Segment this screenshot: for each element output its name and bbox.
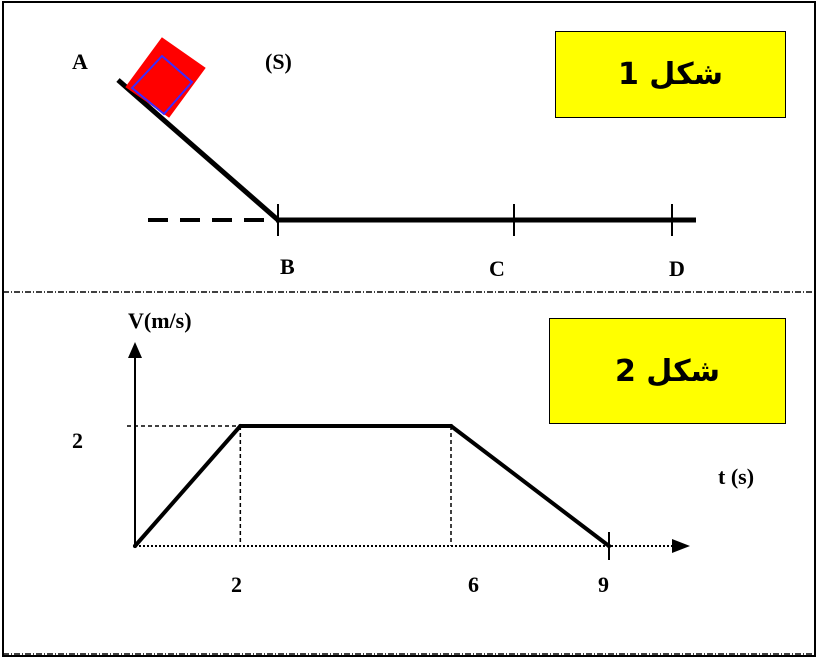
point-label-a: A (72, 49, 88, 74)
point-label-d: D (669, 256, 685, 281)
velocity-point-t2 (238, 424, 243, 428)
x-tick-label-6: 6 (468, 572, 479, 597)
y-tick-label-2: 2 (72, 428, 83, 453)
x-axis-arrow (672, 539, 690, 553)
y-axis-label: V(m/s) (128, 308, 192, 333)
figure2-title-box: شكل 2 (549, 318, 786, 424)
block-label-s: (S) (265, 49, 292, 74)
velocity-point-t6 (449, 424, 453, 428)
block-s-inner-outline (130, 54, 194, 116)
block-s (125, 37, 206, 118)
x-axis-label: t (s) (718, 464, 755, 489)
incline-ab (116, 78, 280, 222)
x-tick-label-2: 2 (231, 572, 242, 597)
y-axis-arrow (128, 342, 142, 358)
figure2-chart (127, 342, 690, 560)
velocity-segment-6-9 (449, 424, 611, 548)
point-label-b: B (280, 254, 295, 279)
velocity-segment-0-2 (133, 424, 243, 548)
figure1-diagram (116, 37, 696, 236)
figure2-title: شكل 2 (614, 353, 721, 389)
figure1-title: شكل 1 (617, 57, 724, 92)
figure1-title-box: شكل 1 (555, 31, 786, 118)
point-label-c: C (489, 256, 505, 281)
velocity-point-t0 (133, 544, 137, 548)
x-tick-label-9: 9 (598, 572, 609, 597)
